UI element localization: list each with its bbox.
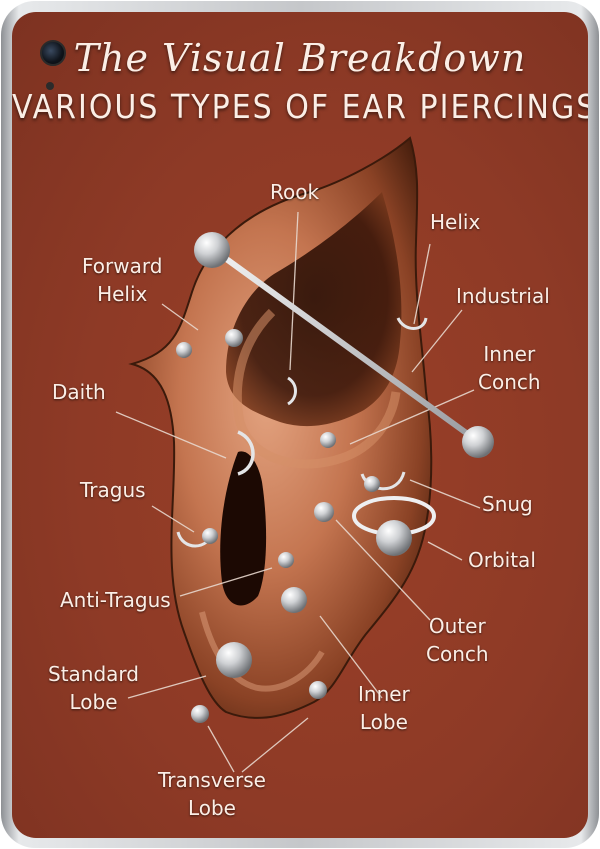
label-inner-conch: Inner Conch: [478, 340, 541, 396]
diagram-screen: The Visual Breakdown VARIOUS TYPES OF EA…: [12, 12, 588, 838]
label-industrial: Industrial: [456, 282, 550, 310]
ear-concha: [226, 192, 402, 427]
label-forward-helix: Forward Helix: [82, 252, 162, 308]
ear-canal: [220, 451, 267, 606]
label-helix: Helix: [430, 208, 480, 236]
industrial-barbell: [211, 247, 479, 443]
label-snug-line-1: Snug: [482, 492, 533, 516]
label-forward-helix-line-2: Helix: [97, 282, 148, 306]
label-transverse-lobe-line-2: Lobe: [187, 796, 236, 820]
lobe-shading: [199, 611, 325, 692]
industrial-ball-top: [194, 232, 230, 268]
label-inner-lobe-line-2: Lobe: [359, 710, 408, 734]
label-anti-tragus: Anti-Tragus: [60, 586, 171, 614]
industrial-ball-bottom: [462, 426, 494, 458]
label-transverse-lobe: Transverse Lobe: [158, 766, 266, 822]
rook-ring: [287, 376, 297, 406]
label-rook: Rook: [270, 178, 319, 206]
outer-conch-stud: [314, 502, 334, 522]
label-snug: Snug: [482, 490, 533, 518]
label-forward-helix-line-1: Forward: [82, 254, 163, 278]
camera-sensor-icon: [46, 82, 54, 90]
transverse-lobe-ball-1: [191, 705, 209, 723]
anti-tragus-stud: [278, 552, 294, 568]
forward-helix-stud-2: [225, 329, 243, 347]
daith-ring: [237, 430, 255, 476]
label-standard-lobe: Standard Lobe: [48, 660, 139, 716]
label-orbital-line-1: Orbital: [468, 548, 536, 572]
label-outer-conch-line-1: Outer: [428, 614, 486, 638]
label-daith: Daith: [52, 378, 106, 406]
orbital-ball: [376, 520, 412, 556]
label-transverse-lobe-line-1: Transverse: [158, 768, 266, 792]
camera-lens-icon: [40, 40, 66, 66]
leader-lines: [115, 211, 481, 773]
label-anti-tragus-line-1: Anti-Tragus: [60, 588, 171, 612]
antihelix-ridge: [232, 308, 401, 469]
ear-diagram: [115, 136, 494, 773]
tragus-ball: [202, 528, 218, 544]
label-standard-lobe-line-2: Lobe: [69, 690, 118, 714]
label-industrial-line-1: Industrial: [456, 284, 550, 308]
transverse-lobe-ball-2: [309, 681, 327, 699]
label-orbital: Orbital: [468, 546, 536, 574]
label-daith-line-1: Daith: [52, 380, 106, 404]
label-inner-lobe-line-1: Inner: [358, 682, 410, 706]
label-inner-lobe: Inner Lobe: [358, 680, 410, 736]
label-tragus: Tragus: [80, 476, 146, 504]
label-outer-conch-line-2: Conch: [426, 642, 489, 666]
standard-lobe-stud: [216, 642, 252, 678]
label-standard-lobe-line-1: Standard: [48, 662, 139, 686]
helix-ring: [396, 317, 428, 330]
label-outer-conch: Outer Conch: [426, 612, 489, 668]
snug-ball: [364, 476, 380, 492]
label-inner-conch-line-1: Inner: [483, 342, 536, 366]
page-title: The Visual Breakdown: [73, 36, 527, 80]
forward-helix-stud-1: [176, 342, 192, 358]
inner-conch-stud: [320, 432, 336, 448]
snug-ring: [360, 471, 406, 491]
label-tragus-line-1: Tragus: [80, 478, 146, 502]
page-subtitle: VARIOUS TYPES OF EAR PIERCINGS: [12, 88, 588, 127]
label-helix-line-1: Helix: [430, 210, 481, 234]
inner-lobe-stud: [281, 587, 307, 613]
label-rook-line-1: Rook: [270, 180, 320, 204]
label-inner-conch-line-2: Conch: [478, 370, 541, 394]
